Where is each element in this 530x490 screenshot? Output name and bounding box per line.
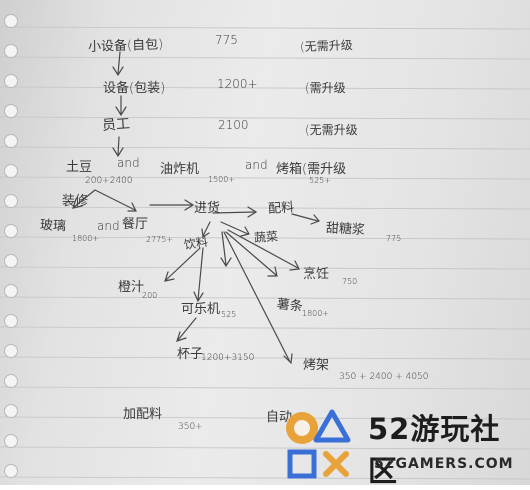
arrow-to-chengzhi xyxy=(164,247,201,282)
price-add-toppings: 350+ xyxy=(178,422,203,432)
note-no-upgrade-1: (无需升级 xyxy=(299,38,353,54)
ruled-line xyxy=(0,176,530,180)
watermark: 52游玩社区 52GAMERS.COM xyxy=(278,400,530,488)
ruled-line xyxy=(0,146,530,150)
note-staff: 员工 xyxy=(101,116,131,134)
note-upgrade-2: (需升级 xyxy=(305,81,346,95)
ruled-line xyxy=(0,56,530,60)
ruled-line xyxy=(0,86,530,90)
note-sweet-syrup: 甜糖浆 xyxy=(325,221,366,239)
arrow-to-beizi xyxy=(176,317,197,342)
note-equipment: 设备(包装) xyxy=(103,81,166,96)
ruled-line xyxy=(0,386,530,390)
price-oven: 525+ xyxy=(309,176,331,185)
watermark-title: 52游玩社区 xyxy=(368,412,501,488)
price-cola-machine: 525 xyxy=(221,310,237,319)
ruled-line xyxy=(0,116,530,120)
note-grill: 烤架 xyxy=(303,358,330,373)
note-and-1: and xyxy=(117,156,140,170)
arrow-row2-row3 xyxy=(115,95,127,117)
note-restaurant: 餐厅 xyxy=(122,217,149,232)
arrow-peiliao-to-tangjiang xyxy=(291,213,321,225)
note-no-upgrade-3: (无需升级 xyxy=(305,123,358,137)
note-potato: 土豆 xyxy=(66,160,93,175)
note-purchase: 进货 xyxy=(194,201,221,216)
price-restaurant: 2775+ xyxy=(146,235,174,244)
arrow-to-kaojia xyxy=(223,231,293,365)
arrow-to-pengren xyxy=(227,229,300,271)
note-fryer: 油炸机 xyxy=(160,162,200,177)
arrow-row3-row4 xyxy=(112,136,124,158)
note-cooking: 烹饪 xyxy=(303,267,330,282)
price-sweet-syrup: 775 xyxy=(386,234,402,243)
ruled-line xyxy=(0,266,530,270)
price-staff: 2100 xyxy=(218,118,249,132)
arrow-to-jinhuo xyxy=(149,199,195,211)
price-cooking: 750 xyxy=(342,277,358,286)
note-fries: 薯条 xyxy=(276,297,304,315)
note-add-toppings: 加配料 xyxy=(123,407,163,422)
ruled-line xyxy=(0,296,530,300)
note-and-2: and xyxy=(245,158,268,172)
note-oven: 烤箱(需升级 xyxy=(276,162,347,177)
note-glass: 玻璃 xyxy=(39,218,67,235)
ruled-line xyxy=(0,476,530,480)
ruled-line xyxy=(0,326,530,330)
price-fryer: 1500+ xyxy=(208,175,236,184)
arrow-to-kelemachine xyxy=(193,247,204,303)
ruled-line xyxy=(0,356,530,360)
price-grill: 350 + 2400 + 4050 xyxy=(339,372,429,382)
note-toppings: 配料 xyxy=(267,200,295,217)
price-orange-juice: 200 xyxy=(142,291,158,300)
arrow-to-zhuangxiu xyxy=(72,189,96,209)
arrow-row1-row2 xyxy=(112,51,124,77)
note-orange-juice: 橙汁 xyxy=(118,280,145,295)
note-small-equipment: 小设备(自包) xyxy=(87,37,164,55)
price-potato: 200+2400 xyxy=(85,176,133,186)
price-small-equipment: 775 xyxy=(215,33,238,47)
ruled-line xyxy=(0,416,530,420)
ruled-line xyxy=(0,26,530,30)
note-cola-machine: 可乐机 xyxy=(181,302,221,317)
arrow-jinhuo-to-peiliao xyxy=(212,206,258,218)
note-vegetables: 蔬菜 xyxy=(253,229,279,245)
arrow-jinhuo-to-yinliao xyxy=(201,221,211,239)
price-cup: 1200+3150 xyxy=(201,353,255,363)
watermark-site: 52GAMERS.COM xyxy=(374,456,514,472)
ruled-line xyxy=(0,236,530,240)
arrow-to-canting xyxy=(94,189,137,212)
note-auto: 自动 xyxy=(266,410,293,425)
price-glass: 1800+ xyxy=(72,234,100,243)
arrow-to-shutiao xyxy=(225,231,278,277)
arrow-to-shucai xyxy=(220,221,250,237)
arrow-to-mid xyxy=(220,231,232,268)
note-renovation: 装修 xyxy=(62,194,89,209)
price-fries: 1800+ xyxy=(302,309,330,318)
ruled-line xyxy=(0,446,530,450)
gamers-logo-icon xyxy=(286,409,351,479)
ruled-line xyxy=(0,206,530,210)
note-cup: 杯子 xyxy=(177,347,204,362)
note-drinks: 饮料 xyxy=(183,234,209,252)
note-and-3: and xyxy=(97,219,120,233)
price-equipment: 1200+ xyxy=(217,77,258,91)
